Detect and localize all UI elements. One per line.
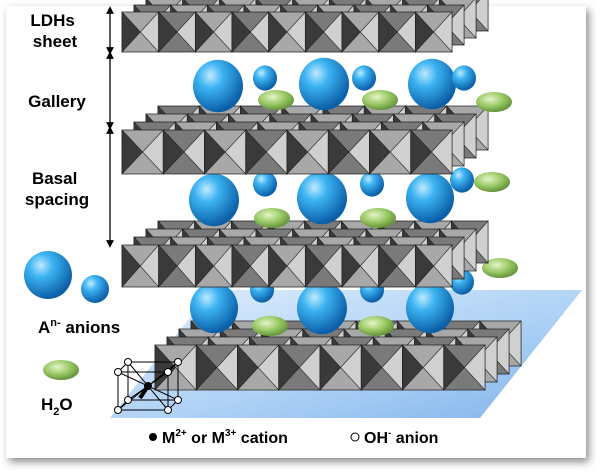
ldh-sheet-lower-facet: [341, 244, 361, 288]
water-molecule: [254, 208, 290, 228]
gallery-label: Gallery: [28, 92, 86, 111]
ldh-sheet-bottom-facet: [195, 344, 218, 391]
water-label: H2O: [41, 395, 73, 418]
ldhs-sheet-label: LDHs sheet: [30, 11, 79, 51]
ldh-sheet-middle-facet: [204, 129, 226, 175]
anion-legend-large: [24, 251, 72, 299]
anion: [352, 65, 376, 91]
water-molecule: [476, 92, 512, 112]
ldh-sheet-lower-facet: [378, 244, 398, 288]
ldh-sheet-middle-facet: [369, 129, 391, 175]
anion-legend-small: [81, 275, 109, 303]
ldh-sheet-middle-facet: [286, 129, 309, 175]
water-molecule: [362, 90, 398, 110]
anion-legend-dot: [350, 432, 360, 442]
anion: [189, 173, 239, 227]
ldh-sheet-lower-facet: [457, 228, 477, 272]
ldh-sheet-lower-facet: [433, 244, 453, 288]
anion: [406, 172, 454, 224]
water-molecule: [358, 316, 394, 336]
ldh-sheet-lower-facet: [445, 236, 465, 280]
ldh-sheet-lower-facet: [469, 220, 489, 264]
ldh-sheet-bottom-facet: [402, 344, 424, 391]
ldh-sheet-bottom-facet: [475, 336, 498, 383]
ldh-sheet-top-facet: [433, 11, 453, 53]
ldh-sheet-middle-facet: [454, 113, 477, 159]
anion: [297, 171, 347, 225]
ldh-sheet-top-facet: [121, 11, 141, 53]
structure-layers: [121, 0, 522, 391]
ldh-sheet-bottom-facet: [237, 344, 259, 391]
anion: [299, 57, 349, 111]
ldh-sheet-middle-facet: [327, 129, 350, 175]
anion: [408, 58, 456, 110]
oh-anion-legend-label: OH- anion: [364, 428, 438, 447]
water-molecule: [474, 172, 510, 192]
cation-legend-dot: [149, 433, 157, 441]
ldh-sheet-bottom-facet: [360, 344, 383, 391]
ldh-sheet-bottom-facet: [499, 320, 522, 367]
ldh-sheet-middle-facet: [430, 129, 453, 175]
ldh-sheet-middle-facet: [466, 105, 489, 151]
anion: [406, 282, 454, 334]
water-molecule: [360, 208, 396, 228]
ldh-sheet-top-facet: [415, 11, 435, 53]
ldh-sheet-top-facet: [158, 11, 178, 53]
anion: [452, 65, 476, 91]
ldh-sheet-lower: [121, 220, 489, 288]
anion: [450, 167, 474, 193]
anion: [360, 171, 384, 197]
basal-spacing-label: Basal spacing: [25, 169, 89, 209]
water-molecule: [482, 258, 518, 278]
anion: [253, 65, 277, 91]
ldh-sheet-bottom-facet: [443, 344, 465, 391]
ldh-sheet-top: [121, 0, 489, 53]
ldh-sheet-bottom-facet: [463, 344, 486, 391]
ldh-sheet-top-facet: [341, 11, 361, 53]
anion: [193, 59, 243, 113]
ldh-sheet-top-facet: [378, 11, 398, 53]
ldh-sheet-lower-facet: [195, 244, 215, 288]
ldh-sheet-top-facet: [195, 11, 215, 53]
anions-label: An- anions: [38, 317, 120, 337]
ldh-sheet-middle-facet: [410, 129, 432, 175]
ldh-sheet-lower-facet: [121, 244, 141, 288]
ldh-sheet-middle-facet: [121, 129, 144, 175]
ldh-sheet-middle: [121, 105, 489, 175]
ldh-sheet-bottom-facet: [319, 344, 342, 391]
ldh-sheet-bottom-facet: [278, 344, 300, 391]
ldh-sheet-middle-facet: [162, 129, 185, 175]
ldh-sheet-top-facet: [231, 11, 251, 53]
ldh-sheet-lower-facet: [158, 244, 178, 288]
ldh-sheet-middle-facet: [245, 129, 267, 175]
ldh-sheet-top-facet: [457, 0, 477, 39]
anion: [190, 282, 238, 334]
anion: [297, 281, 347, 335]
cation-legend-label: M2+ or M3+ cation: [162, 428, 288, 447]
anion: [253, 171, 277, 197]
water-molecule: [252, 316, 288, 336]
water-molecule: [258, 90, 294, 110]
water-legend: [43, 360, 79, 380]
ldh-sheet-lower-facet: [415, 244, 435, 288]
ldh-sheet-bottom-facet: [487, 328, 510, 375]
ldh-sheet-middle-facet: [442, 121, 465, 167]
ldh-sheet-lower-facet: [305, 244, 325, 288]
ldh-sheet-top-facet: [305, 11, 325, 53]
ldh-sheet-top-facet: [268, 11, 288, 53]
ldh-sheet-lower-facet: [231, 244, 251, 288]
unit-cell-atoms: [114, 358, 182, 414]
ldh-sheet-lower-facet: [268, 244, 288, 288]
ldh-sheet-bottom-facet: [154, 344, 177, 391]
ldh-sheet-top-facet: [445, 4, 465, 46]
